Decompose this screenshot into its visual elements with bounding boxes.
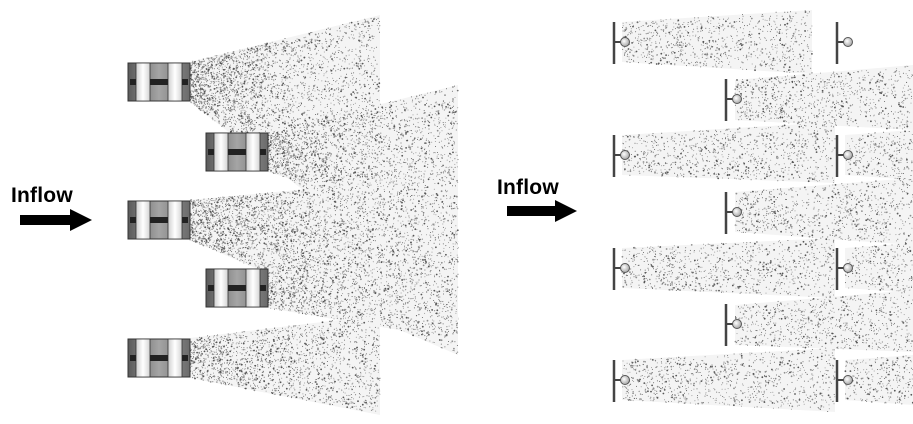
right-plume-r6-a — [735, 290, 913, 352]
right-plume-r5-b — [845, 243, 913, 293]
left-device-4 — [206, 269, 268, 307]
right-device-2 — [837, 22, 853, 64]
right-plume-r4-a — [735, 178, 913, 245]
left-inflow-label: Inflow — [11, 184, 73, 208]
left-device-1 — [128, 63, 190, 101]
right-plume-r5-a — [622, 238, 836, 298]
right-inflow-label: Inflow — [497, 176, 559, 200]
left-plume-5 — [190, 315, 381, 415]
left-inflow-arrow — [20, 209, 92, 231]
left-device-2 — [206, 133, 268, 171]
left-device-3 — [128, 201, 190, 239]
right-plume-r7-b — [845, 355, 913, 405]
right-plume-r3-a — [622, 122, 836, 183]
right-plume-r1-a — [622, 10, 813, 74]
left-device-5 — [128, 339, 190, 377]
right-plume-r7-a — [622, 348, 836, 412]
right-inflow-arrow — [507, 200, 577, 222]
right-plume-r3-b — [845, 130, 913, 180]
right-plume-r2-a — [734, 65, 913, 130]
